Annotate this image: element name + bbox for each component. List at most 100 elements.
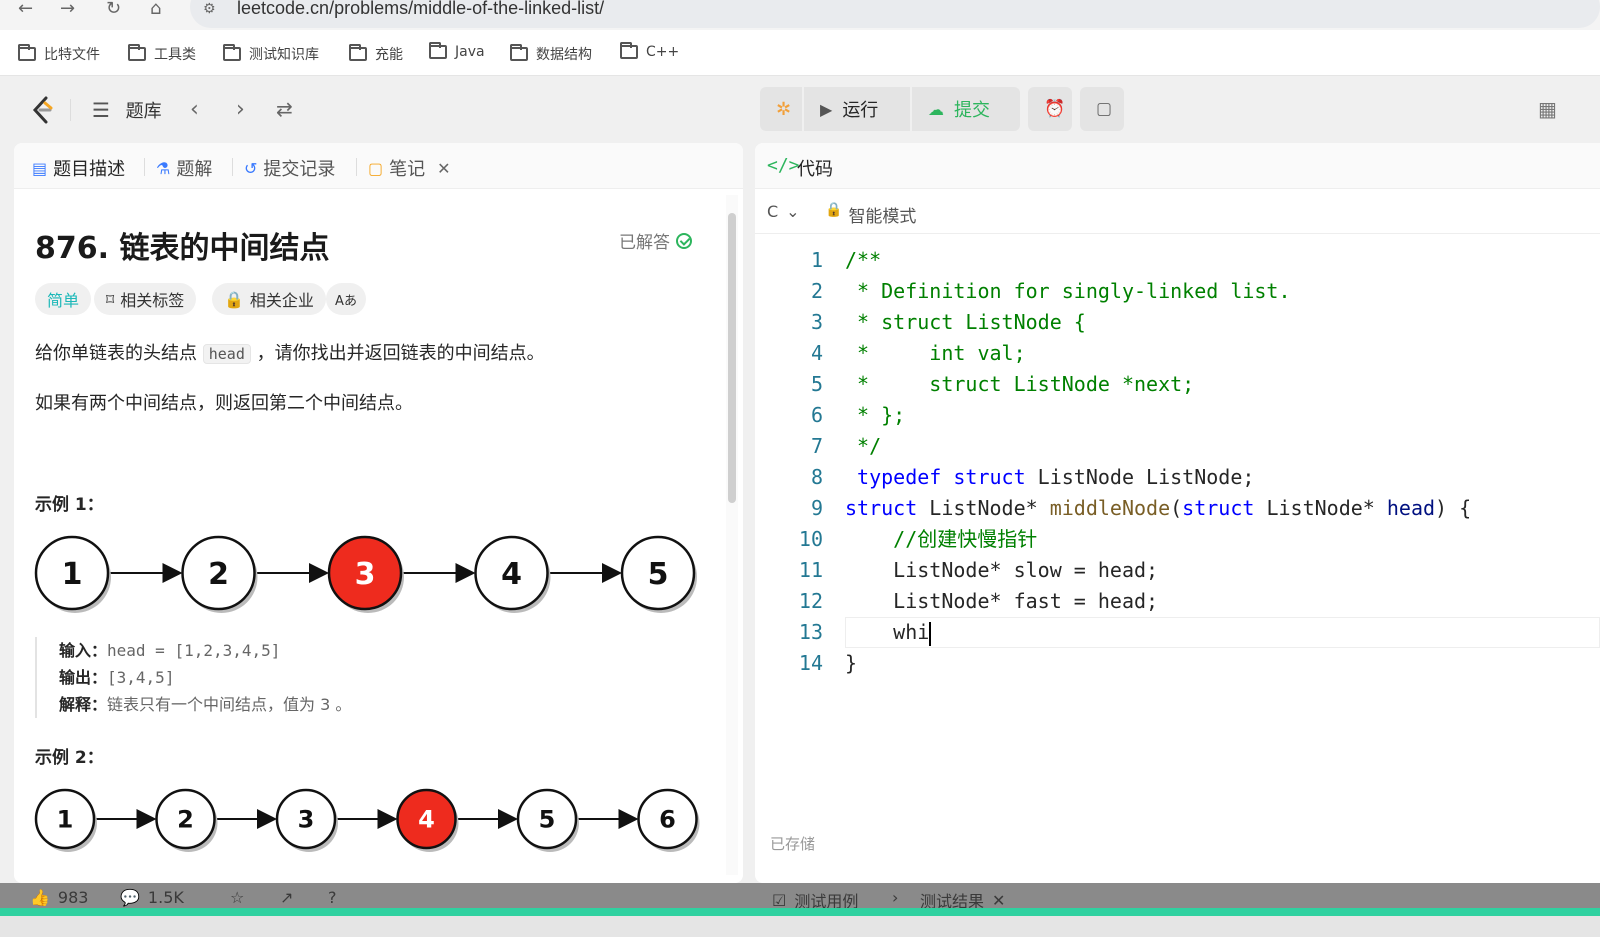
scroll-thumb[interactable] [728,213,736,503]
document-icon: ▤ [32,158,48,178]
list-node [181,535,256,611]
help-icon[interactable]: ? [328,888,337,907]
address-bar[interactable] [190,0,1600,28]
alarm-clock-icon: ⏰ [1044,99,1066,119]
problem-list-button[interactable]: ☰ 题库 [92,98,162,122]
next-problem-icon[interactable]: › [236,97,245,122]
code-line[interactable]: * struct ListNode *next; [845,372,1195,396]
code-line[interactable]: typedef struct ListNode ListNode; [857,465,1255,489]
shuffle-icon[interactable]: ⇄ [276,97,293,121]
star-icon[interactable]: ☆ [230,888,245,907]
list-node [396,788,457,850]
share-icon[interactable]: ↗ [280,888,294,907]
related-companies-button[interactable]: 🔒相关企业 [212,283,326,315]
list-node [155,788,216,850]
play-icon: ▶ [820,99,833,119]
list-node [34,535,110,611]
smart-mode-toggle[interactable]: 🔒 智能模式 [825,202,917,227]
history-icon: ↺ [244,158,258,178]
bookmark-folder[interactable]: C++ [620,42,679,60]
notes-button[interactable]: ▢ [1080,87,1124,131]
flask-icon: ⚗ [156,158,171,178]
saved-status: 已存储 [770,835,816,853]
site-info-icon[interactable]: ⚙ [203,1,216,17]
line-number: 13 [798,620,823,644]
folder-icon [429,42,447,59]
code-line[interactable]: * struct ListNode { [845,310,1086,334]
solved-status: 已解答 [619,228,692,253]
code-icon: </> [767,155,800,176]
layout-grid-icon[interactable]: ▦ [1538,97,1557,121]
note-icon: ▢ [1096,99,1113,119]
code-line[interactable]: } [845,651,858,675]
like-button[interactable]: 👍983 [30,888,89,907]
code-line[interactable]: /** [845,248,882,272]
node-value: 2 [177,806,194,834]
line-number: 2 [810,279,823,303]
checkbox-icon: ☑ [772,890,787,910]
example-2-title: 示例 2： [35,748,104,768]
code-line[interactable]: //创建快慢指针 [845,527,1038,551]
bookmark-folder[interactable]: 充能 [349,44,403,64]
difficulty-badge[interactable]: 简单 [35,283,92,315]
problem-tabs: ▤ 题目描述 ⚗ 题解 ↺ 提交记录 ▢ 笔记 ✕ [14,143,743,189]
bookmark-folder[interactable]: 比特文件 [18,44,100,64]
code-line[interactable]: * }; [845,403,906,427]
node-value: 2 [208,557,229,592]
submit-button[interactable]: ☁ 提交 [912,87,1020,131]
forward-icon[interactable]: → [60,0,76,19]
close-icon[interactable]: ✕ [437,158,451,178]
code-line[interactable]: struct ListNode* middleNode(struct ListN… [845,496,1472,520]
close-icon[interactable]: ✕ [992,890,1006,910]
scrollbar[interactable] [726,195,738,875]
prev-problem-icon[interactable]: ‹ [190,97,199,122]
bookmark-folder[interactable]: Java [429,42,485,60]
debug-button[interactable]: ✲ [760,87,802,131]
divider [356,158,357,176]
bookmark-folder[interactable]: 测试知识库 [223,44,319,64]
divider [70,99,71,121]
url-text[interactable]: leetcode.cn/problems/middle-of-the-linke… [237,0,605,18]
home-icon[interactable]: ⌂ [150,0,162,19]
code-line[interactable]: ListNode* fast = head; [845,589,1159,613]
code-line[interactable]: */ [845,434,882,458]
node-value: 4 [501,557,522,592]
browser-toolbar: ← → ↻ ⌂ ⚙ leetcode.cn/problems/middle-of… [0,0,1600,30]
tab-description[interactable]: ▤ 题目描述 [32,158,126,181]
leetcode-logo-icon[interactable] [30,95,56,125]
code-line[interactable]: ListNode* slow = head; [845,558,1159,582]
bookmark-folder[interactable]: 数据结构 [510,44,592,64]
node-value: 1 [62,557,83,592]
line-number: 14 [798,651,823,675]
node-value: 4 [418,806,435,834]
language-select[interactable]: C ⌄ [767,202,800,221]
timer-button[interactable]: ⏰ [1028,87,1072,131]
code-line[interactable]: * Definition for singly-linked list. [845,279,1291,303]
node-value: 1 [57,806,74,834]
run-button[interactable]: ▶ 运行 [804,87,910,131]
bookmark-folder[interactable]: 工具类 [128,44,196,64]
tab-solutions[interactable]: ⚗ 题解 [156,158,213,181]
code-line[interactable]: * int val; [845,341,1026,365]
folder-icon [223,44,241,61]
tab-test-result[interactable]: 测试结果✕ [920,890,1006,912]
lock-icon: 🔒 [224,289,244,309]
translate-button[interactable]: Aあ [326,283,366,315]
reload-icon[interactable]: ↻ [106,0,122,19]
code-line[interactable]: whi [845,620,932,646]
tab-submissions[interactable]: ↺ 提交记录 [244,158,336,181]
line-number: 7 [810,434,823,458]
inline-code: head [202,344,251,364]
tab-test-case[interactable]: ☑测试用例 [772,890,859,912]
chevron-down-icon: ⌄ [786,202,800,221]
tab-notes[interactable]: ▢ 笔记 ✕ [368,158,451,181]
comments-button[interactable]: 💬1.5K [120,888,184,907]
example-1-details: 输入：head = [1,2,3,4,5] 输出：[3,4,5] 解释：链表只有… [35,637,351,718]
related-tags-button[interactable]: ⌑相关标签 [94,283,197,315]
node-value: 5 [539,806,556,834]
back-icon[interactable]: ← [18,0,34,19]
note-icon: ▢ [368,158,384,178]
line-number: 8 [810,465,823,489]
